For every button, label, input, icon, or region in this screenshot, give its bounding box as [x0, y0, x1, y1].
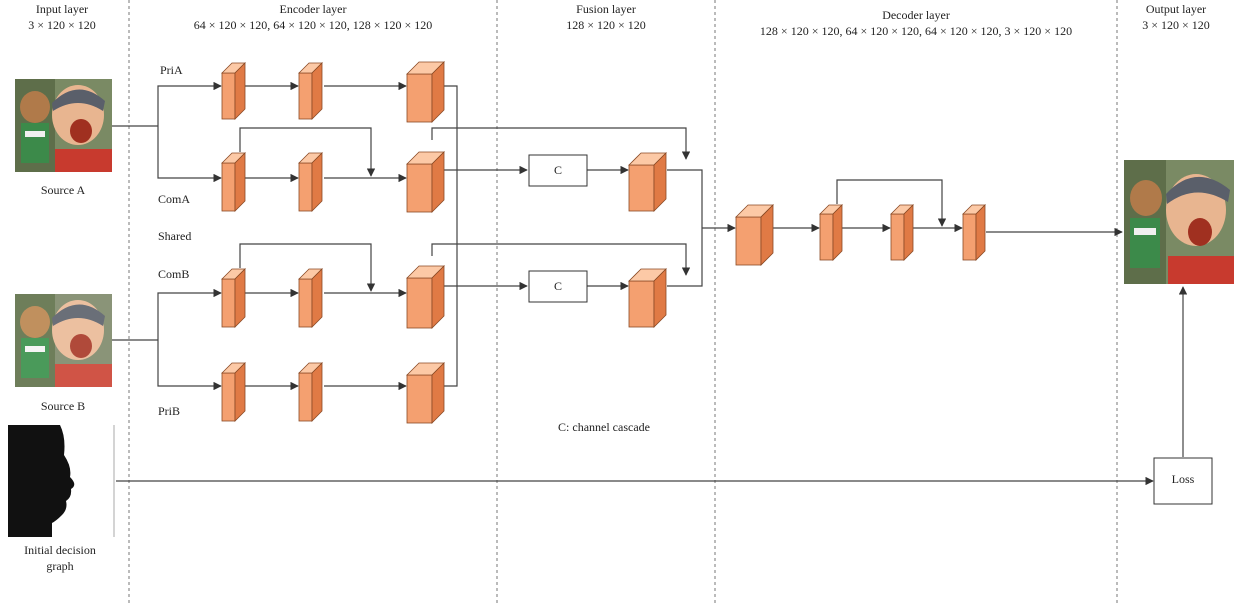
block-prib-3	[407, 363, 444, 423]
block-prib-1	[222, 363, 245, 421]
decoder-layer-title: Decoder layer	[882, 8, 950, 23]
encoder-layer-dims: 64 × 120 × 120, 64 × 120 × 120, 128 × 12…	[194, 18, 433, 33]
edge-to-pria	[158, 86, 221, 126]
output-layer-dims: 3 × 120 × 120	[1142, 18, 1210, 33]
edge-pria-out	[444, 86, 457, 386]
input-layer-dims: 3 × 120 × 120	[28, 18, 96, 33]
block-coma-1	[222, 153, 245, 211]
branch-label-prib: PriB	[158, 404, 180, 419]
edge-fusion-a-out	[667, 170, 702, 228]
edge-to-prib	[158, 340, 221, 386]
source-a-label: Source A	[41, 183, 85, 198]
source-b-image	[15, 294, 112, 387]
fusion-layer-dims: 128 × 120 × 120	[566, 18, 646, 33]
block-dec-3	[891, 205, 913, 260]
decision-graph-label-line1: Initial decision	[24, 543, 96, 558]
input-layer-title: Input layer	[36, 2, 88, 17]
layer-dividers	[129, 0, 1117, 603]
loss-label: Loss	[1172, 472, 1195, 487]
block-pria-2	[299, 63, 322, 119]
block-comb-3	[407, 266, 444, 328]
concat-legend: C: channel cascade	[558, 420, 650, 435]
block-comb-2	[299, 269, 322, 327]
output-layer-title: Output layer	[1146, 2, 1206, 17]
edge-fusion-b-out	[667, 228, 702, 286]
block-dec-4	[963, 205, 985, 260]
block-dec-2	[820, 205, 842, 260]
decision-graph-image	[8, 425, 114, 537]
encoder-layer-title: Encoder layer	[280, 2, 347, 17]
source-a-image	[15, 79, 112, 172]
decision-graph-label-line2: graph	[46, 559, 73, 574]
block-pria-3	[407, 62, 444, 122]
block-coma-3	[407, 152, 444, 212]
branch-label-shared: Shared	[158, 229, 191, 244]
decoder-layer-dims: 128 × 120 × 120, 64 × 120 × 120, 64 × 12…	[760, 24, 1072, 39]
concat-symbol-a: C	[554, 163, 562, 178]
output-image	[1124, 160, 1234, 284]
edge-to-comb	[158, 293, 221, 340]
block-dec-1	[736, 205, 773, 265]
block-coma-2	[299, 153, 322, 211]
source-b-label: Source B	[41, 399, 85, 414]
branch-label-coma: ComA	[158, 192, 190, 207]
block-fusion-a	[629, 153, 666, 211]
block-pria-1	[222, 63, 245, 119]
feature-blocks	[222, 62, 985, 423]
edge-to-coma	[158, 126, 221, 178]
fusion-layer-title: Fusion layer	[576, 2, 636, 17]
block-comb-1	[222, 269, 245, 327]
edge-dec-skip	[837, 180, 942, 226]
branch-label-pria: PriA	[160, 63, 183, 78]
concat-symbol-b: C	[554, 279, 562, 294]
branch-label-comb: ComB	[158, 267, 189, 282]
block-fusion-b	[629, 269, 666, 327]
block-prib-2	[299, 363, 322, 421]
